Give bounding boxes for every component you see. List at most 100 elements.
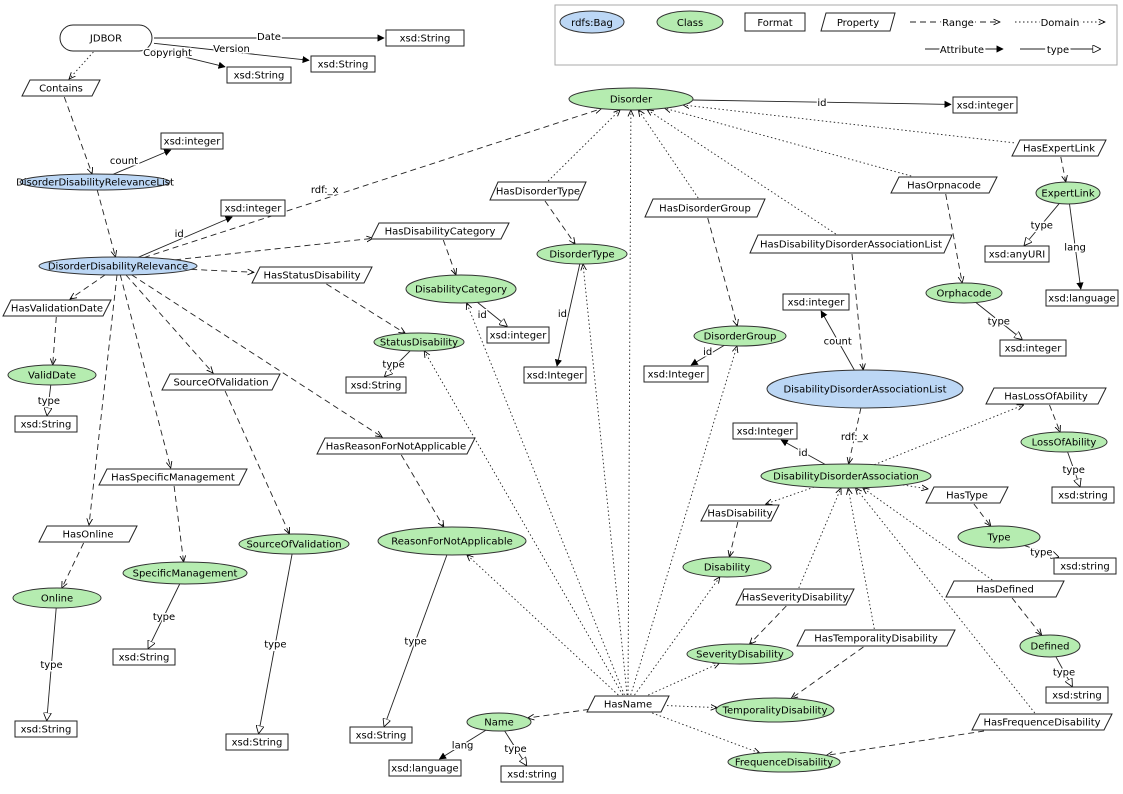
edge-hasname-discat [467,303,625,696]
edge-da-haslossofability [874,405,1023,466]
legend-class-swatch [656,10,724,34]
edge-hasfrequence-da [856,488,1036,714]
edge-typeclass-type_str [1024,545,1059,557]
edge-hasname-disordergroup [630,346,737,696]
node-label-validdate: ValidDate [28,371,76,382]
node-shape-hasfrequence [971,713,1113,731]
node-shape-hasdiscat [370,222,510,240]
edge-expertlink-language1 [1069,203,1084,290]
node-shape-copy_str [226,66,292,84]
edge-label-defined-defined_str: type [1053,667,1075,678]
node-ver_str: xsd:String [310,55,376,73]
node-shape-hasdefined [945,580,1065,598]
node-shape-discat [405,274,517,304]
edge-ddr-hasdiscat [175,238,373,261]
node-shape-hasdisordertype [489,181,587,201]
edge-label-validdate-valid_str: type [38,396,60,407]
node-name: Name [466,712,532,732]
edge-ddr-disorder [143,109,601,258]
node-hasstatus: HasStatusDisability [251,266,373,284]
edge-hasseverity-severity [750,605,787,644]
edge-hasreason-reason [400,454,444,527]
node-label-orphacode: Orphacode [937,289,992,300]
edge-ddr-hasreason [131,274,382,437]
node-shape-dal_int [782,293,850,311]
node-hasdal: HasDisabilityDisorderAssociationList [749,234,953,254]
node-label-reason: ReasonForNotApplicable [391,537,513,548]
legend-bag-swatch [559,10,625,34]
node-label-dal: DisabilityDisorderAssociationList [783,385,946,396]
legend-format-label: Format [757,18,792,29]
node-specific: SpecificManagement [122,561,248,585]
node-shape-jdbor [59,24,153,52]
node-label-typeclass: Type [987,533,1011,544]
edge-hastype-typeclass [973,503,991,526]
node-hasdisability: HasDisability [700,504,780,522]
node-valid_str: xsd:String [14,415,78,433]
node-type_str: xsd:string [1053,557,1117,575]
edge-name-name_str [504,730,527,765]
edge-status-status_str [385,350,411,376]
node-shape-ver_str [310,55,376,73]
edge-hasname-reason [467,555,619,696]
node-hasname: HasName [586,695,670,713]
node-label-temporality: TemporalityDisability [722,706,828,717]
node-hasreason: HasReasonForNotApplicable [316,437,476,455]
edge-label-ddrl-ddrl_int: count [110,156,138,167]
node-hasdisordertype: HasDisorderType [489,181,587,201]
node-reason_str: xsd:String [349,726,413,744]
node-language1: xsd:language [1045,289,1119,307]
edge-label-orphacode-orpha_int: type [988,317,1010,328]
edge-disordergroup-dgroup_int [690,345,725,366]
edge-hasdiscat-discat [442,239,456,275]
edge-hasdal-disorder [647,110,837,235]
edge-hasname-frequence [652,712,760,753]
node-status: StatusDisability [373,332,465,352]
edge-label-expertlink-anyuri: type [1031,220,1053,231]
edge-name-name_lang [438,729,487,760]
node-copy_str: xsd:String [226,66,292,84]
node-shape-discat_int [486,326,550,344]
node-ddrl_int: xsd:integer [160,132,224,150]
node-shape-severity [686,643,794,665]
node-defined_str: xsd:string [1045,686,1109,704]
node-sourceofvalidation_p: SourceOfValidation [161,373,281,391]
node-hasdefined: HasDefined [945,580,1065,598]
node-label-haslossofability: HasLossOfAbility [1004,392,1088,403]
edge-label-da-da_int: id [799,448,808,459]
node-label-valid_str: xsd:String [21,420,72,431]
node-da_int: xsd:Integer [732,422,798,440]
node-anyuri: xsd:anyURI [984,245,1050,263]
node-sov_str: xsd:String [225,733,289,751]
node-shape-hasdal [749,234,953,254]
node-shape-ddrl [19,173,171,191]
node-shape-defined_str [1045,686,1109,704]
node-label-online_str: xsd:String [21,725,72,736]
edge-label-disordergroup-dgroup_int: id [703,347,712,358]
node-label-type_str: xsd:string [1060,562,1110,573]
edge-ddr-hasvaldate [70,274,106,299]
node-hastemporality: HasTemporalityDisability [796,629,956,647]
node-label-jdbor: JDBOR [89,34,122,45]
edge-specific-specific_str [148,583,181,648]
edge-sourceofvalidation_p-sourceofvalidation [224,390,289,534]
node-label-hasstatus: HasStatusDisability [263,271,360,282]
node-label-discat_int: xsd:integer [490,331,548,342]
node-shape-name_str [500,765,564,783]
node-label-hasname: HasName [604,700,652,711]
edge-hasdisordergroup-disordergroup [707,217,738,326]
node-label-dal_int: xsd:integer [788,298,846,309]
edge-defined-defined_str [1055,656,1072,686]
edge-expertlink-anyuri [1025,203,1060,245]
node-expertlink: ExpertLink [1035,181,1101,205]
node-shape-expertlink [1035,181,1101,205]
node-shape-language1 [1045,289,1119,307]
edge-ddrl-ddr [96,189,115,257]
node-date_str: xsd:String [385,29,465,47]
node-label-expertlink: ExpertLink [1041,189,1094,200]
edge-label-disordertype-dtype_int: id [558,309,567,320]
node-label-reason_str: xsd:String [356,731,407,742]
node-label-hasexpertlink: HasExpertLink [1023,144,1095,155]
legend-attribute-label: Attribute [940,45,984,56]
